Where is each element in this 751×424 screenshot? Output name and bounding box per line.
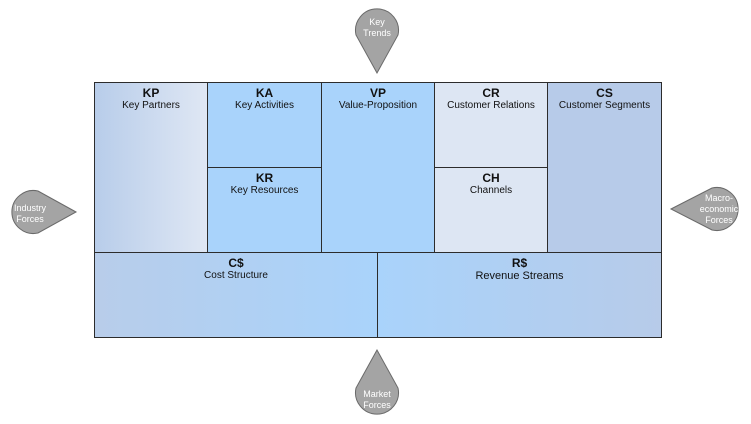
block-label: Customer Segments	[558, 100, 651, 111]
block-key-partners: KP Key Partners	[94, 82, 208, 253]
block-abbr: VP	[369, 86, 386, 100]
block-abbr: KP	[142, 86, 160, 100]
block-label: Cost Structure	[204, 270, 268, 281]
block-label: Customer Relations	[447, 100, 535, 111]
block-value-proposition: VP Value-Proposition	[321, 82, 435, 253]
block-label: Key Partners	[122, 100, 180, 111]
block-abbr: KA	[255, 86, 274, 100]
market-forces-label: Market Forces	[363, 389, 391, 410]
macro-forces-label: Macro- economic Forces	[699, 193, 739, 225]
block-abbr: C$	[228, 256, 244, 270]
block-customer-relations: CR Customer Relations	[434, 82, 548, 168]
block-abbr: KR	[255, 171, 274, 185]
block-abbr: CS	[596, 86, 613, 100]
block-label: Key Resources	[230, 185, 299, 196]
block-cost-structure: C$ Cost Structure	[94, 252, 378, 338]
block-key-resources: KR Key Resources	[207, 167, 322, 253]
block-revenue-streams: R$ Revenue Streams	[377, 252, 662, 338]
block-label: Revenue Streams	[475, 270, 564, 282]
block-customer-segments: CS Customer Segments	[547, 82, 662, 253]
block-label: Channels	[469, 185, 513, 196]
block-channels: CH Channels	[434, 167, 548, 253]
block-abbr: R$	[511, 256, 528, 270]
block-key-activities: KA Key Activities	[207, 82, 322, 168]
block-abbr: CR	[482, 86, 500, 100]
block-label: Value-Proposition	[338, 100, 418, 111]
industry-forces-label: Industry Forces	[13, 203, 46, 224]
block-label: Key Activities	[235, 100, 294, 111]
block-abbr: CH	[482, 171, 500, 185]
key-trends-label: Key Trends	[363, 17, 391, 38]
